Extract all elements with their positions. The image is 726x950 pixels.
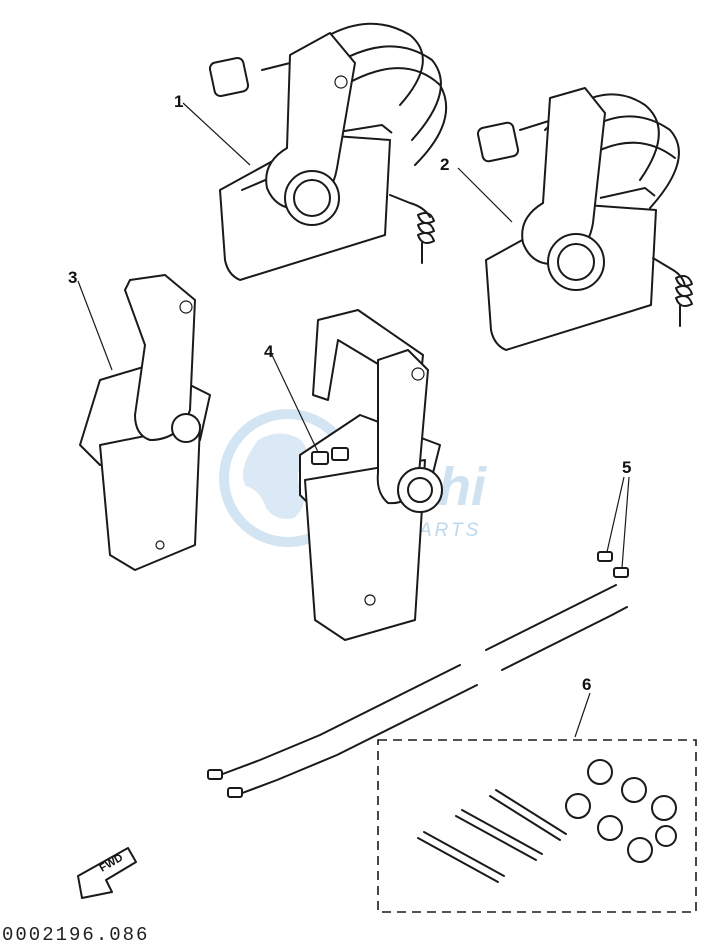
drawing-code: 0002196.086	[2, 924, 149, 945]
part-2-control-box: 2	[440, 87, 693, 351]
callout-3: 3	[68, 268, 77, 287]
kit-boundary	[377, 739, 697, 913]
part-4-binnacle-control: 4	[264, 309, 443, 641]
part-3-binnacle-control: 3	[68, 268, 211, 571]
callout-6: 6	[582, 675, 591, 694]
callout-1: 1	[174, 92, 183, 111]
fwd-arrow-icon: FWD	[77, 847, 137, 899]
callout-2: 2	[440, 155, 449, 174]
part-6-fitting-kit: 6	[377, 675, 697, 913]
part-1-control-box: 1	[174, 22, 448, 281]
part-5-cables: 5	[207, 458, 631, 798]
callout-4: 4	[264, 342, 274, 361]
watermark-continents	[242, 433, 307, 519]
callout-5: 5	[622, 458, 631, 477]
